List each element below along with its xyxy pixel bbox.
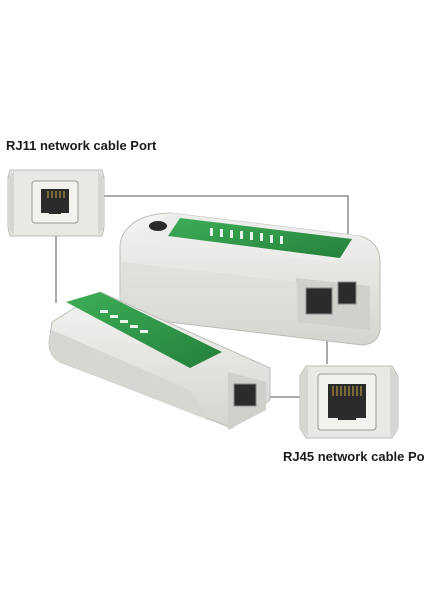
rj45-inset xyxy=(299,365,399,439)
rj11-inset xyxy=(7,169,105,237)
main-tester-unit xyxy=(119,212,381,346)
rj45-port-label: RJ45 network cable Port xyxy=(283,449,424,464)
remote-unit xyxy=(48,291,271,430)
rj11-port-label: RJ11 network cable Port xyxy=(6,138,157,153)
